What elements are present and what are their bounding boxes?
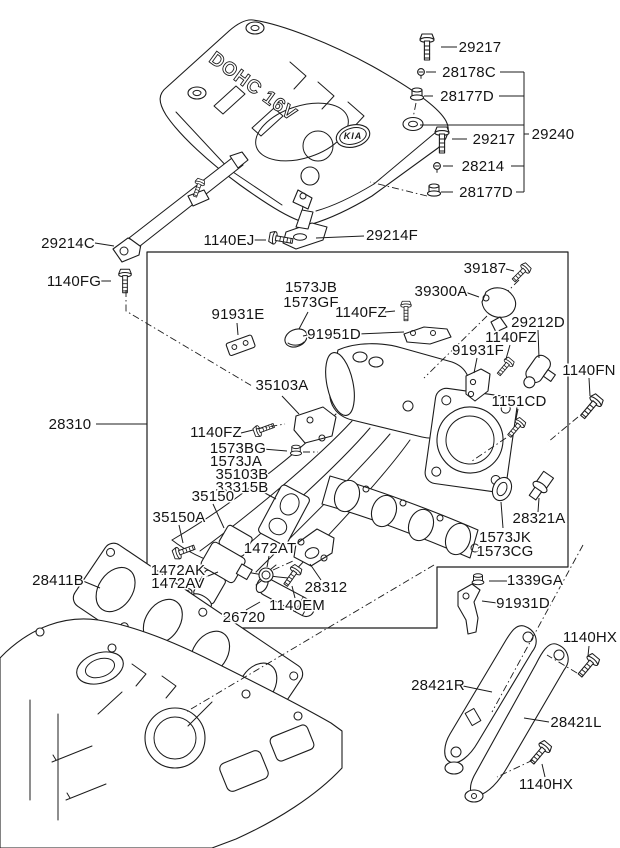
plate-91931E xyxy=(225,334,256,357)
part-label-1573JA: 1573JA xyxy=(210,453,262,470)
part-label-91931E: 91931E xyxy=(212,306,265,323)
part-label-1472AV: 1472AV xyxy=(151,575,204,592)
gasket-35103B xyxy=(258,484,310,546)
cap-91951D xyxy=(284,328,308,348)
intake-manifold-drawing xyxy=(171,343,518,579)
part-label-28177D-upper: 28177D xyxy=(440,88,494,105)
part-label-1573GF: 1573GF xyxy=(283,294,338,311)
part-label-35103A: 35103A xyxy=(256,377,309,394)
part-label-28321A: 28321A xyxy=(513,510,566,527)
part-label-1151CD: 1151CD xyxy=(491,393,546,410)
part-label-1573CG: 1573CG xyxy=(476,543,533,560)
kia-logo: KIA xyxy=(335,124,371,148)
screw-icon-28214 xyxy=(433,162,441,173)
bolt-icon-1140FG xyxy=(118,268,132,294)
part-label-28312: 28312 xyxy=(305,579,348,596)
fitting-28312 xyxy=(293,528,335,567)
part-label-29214F: 29214F xyxy=(366,227,418,244)
nut-icon-28177D-upper xyxy=(409,87,425,101)
part-label-1140FZ-cap: 1140FZ xyxy=(335,304,387,321)
leader-lines xyxy=(82,46,591,778)
bolt-icon-1140FZ-sensor xyxy=(494,355,516,379)
part-label-1140FG: 1140FG xyxy=(47,273,101,290)
part-label-1339GA: 1339GA xyxy=(507,572,563,589)
part-label-1573JK: 1573JK xyxy=(479,529,531,546)
part-label-1140HX-lower: 1140HX xyxy=(519,776,573,793)
part-label-1573BG: 1573BG xyxy=(210,440,266,457)
projection-lines xyxy=(125,102,584,778)
bolt-icon-1140FZ-cap xyxy=(400,300,412,322)
bracket-91931D xyxy=(457,583,481,635)
part-label-28411B: 28411B xyxy=(32,572,84,589)
part-label-39300A: 39300A xyxy=(415,283,468,300)
part-label-1140FZ-sensor: 1140FZ xyxy=(485,329,537,346)
part-label-28421L: 28421L xyxy=(550,714,601,731)
part-label-35150: 35150 xyxy=(192,488,235,505)
cover-bottom-tab xyxy=(292,189,313,210)
part-label-29212D: 29212D xyxy=(511,314,565,331)
part-label-28214: 28214 xyxy=(462,158,505,175)
part-label-91951D: 91951D xyxy=(307,326,361,343)
part-label-29214C: 29214C xyxy=(41,235,95,252)
part-label-91931D: 91931D xyxy=(496,595,550,612)
stay-bar-28421R xyxy=(444,625,537,775)
seal-1573JK xyxy=(491,476,513,502)
part-label-1140FZ-bracket: 1140FZ xyxy=(190,424,242,441)
bracket-29214C-drawing xyxy=(112,151,249,263)
cover-mount-grommets xyxy=(187,21,424,186)
grommet-icon-1573BG xyxy=(290,444,302,456)
part-label-33315B: 33315B xyxy=(216,479,269,496)
kia-logo-text: KIA xyxy=(344,131,363,141)
part-label-35150A: 35150A xyxy=(153,509,206,526)
nut-icon-28177D-lower xyxy=(426,183,442,197)
cylinder-head-drawing xyxy=(0,618,343,848)
part-label-39187: 39187 xyxy=(464,260,507,277)
part-label-28177D-lower: 28177D xyxy=(459,184,513,201)
bolt-icon-1140HX-lower xyxy=(526,738,554,768)
part-label-26720: 26720 xyxy=(223,609,266,626)
screw-icon-28178C xyxy=(417,68,425,79)
part-label-1472AT: 1472AT xyxy=(244,540,297,557)
bolt-icon-29217-top xyxy=(419,33,435,61)
part-label-1140EM: 1140EM xyxy=(269,597,325,614)
part-label-29217-top: 29217 xyxy=(459,39,502,56)
bracket-91931F xyxy=(465,368,491,402)
bolt-icon-35150A xyxy=(171,541,197,561)
bolt-icon-1140FZ-bracket xyxy=(251,419,277,439)
part-label-1140HX-upper: 1140HX xyxy=(563,629,617,646)
part-labels: 29217 28178C 28177D 29240 29217 28214 28… xyxy=(31,38,619,795)
valve-35150 xyxy=(191,524,253,609)
bracket-35103A xyxy=(293,406,337,444)
part-label-28178C: 28178C xyxy=(442,64,496,81)
bracket-29214F-drawing xyxy=(282,205,328,250)
part-label-1140FN: 1140FN xyxy=(562,362,615,379)
bolt-icon-1140EM xyxy=(280,563,304,589)
bracket-91951D xyxy=(403,326,452,345)
screw-icon-39187 xyxy=(509,261,533,285)
stay-bar-28421L xyxy=(464,643,569,803)
bolt-icon-1140HX-upper xyxy=(574,651,602,681)
part-label-1573JB: 1573JB xyxy=(285,279,337,296)
part-label-29217-mid: 29217 xyxy=(473,131,516,148)
clamp-1472AT xyxy=(255,564,277,586)
part-label-35103B: 35103B xyxy=(216,466,269,483)
part-label-91931F: 91931F xyxy=(452,342,504,359)
part-label-28421R: 28421R xyxy=(411,677,465,694)
part-label-1140EJ: 1140EJ xyxy=(204,232,255,249)
bolt-icon-1140FN xyxy=(576,391,606,423)
sensor-28321A xyxy=(528,470,555,501)
part-label-29240: 29240 xyxy=(532,126,575,143)
part-label-1472AK: 1472AK xyxy=(151,562,206,579)
nut-icon-1339GA xyxy=(471,573,485,586)
hose-26720 xyxy=(255,576,316,618)
sensor-39300A xyxy=(481,287,517,333)
valve-29212D xyxy=(523,354,556,389)
part-label-28310: 28310 xyxy=(49,416,92,433)
